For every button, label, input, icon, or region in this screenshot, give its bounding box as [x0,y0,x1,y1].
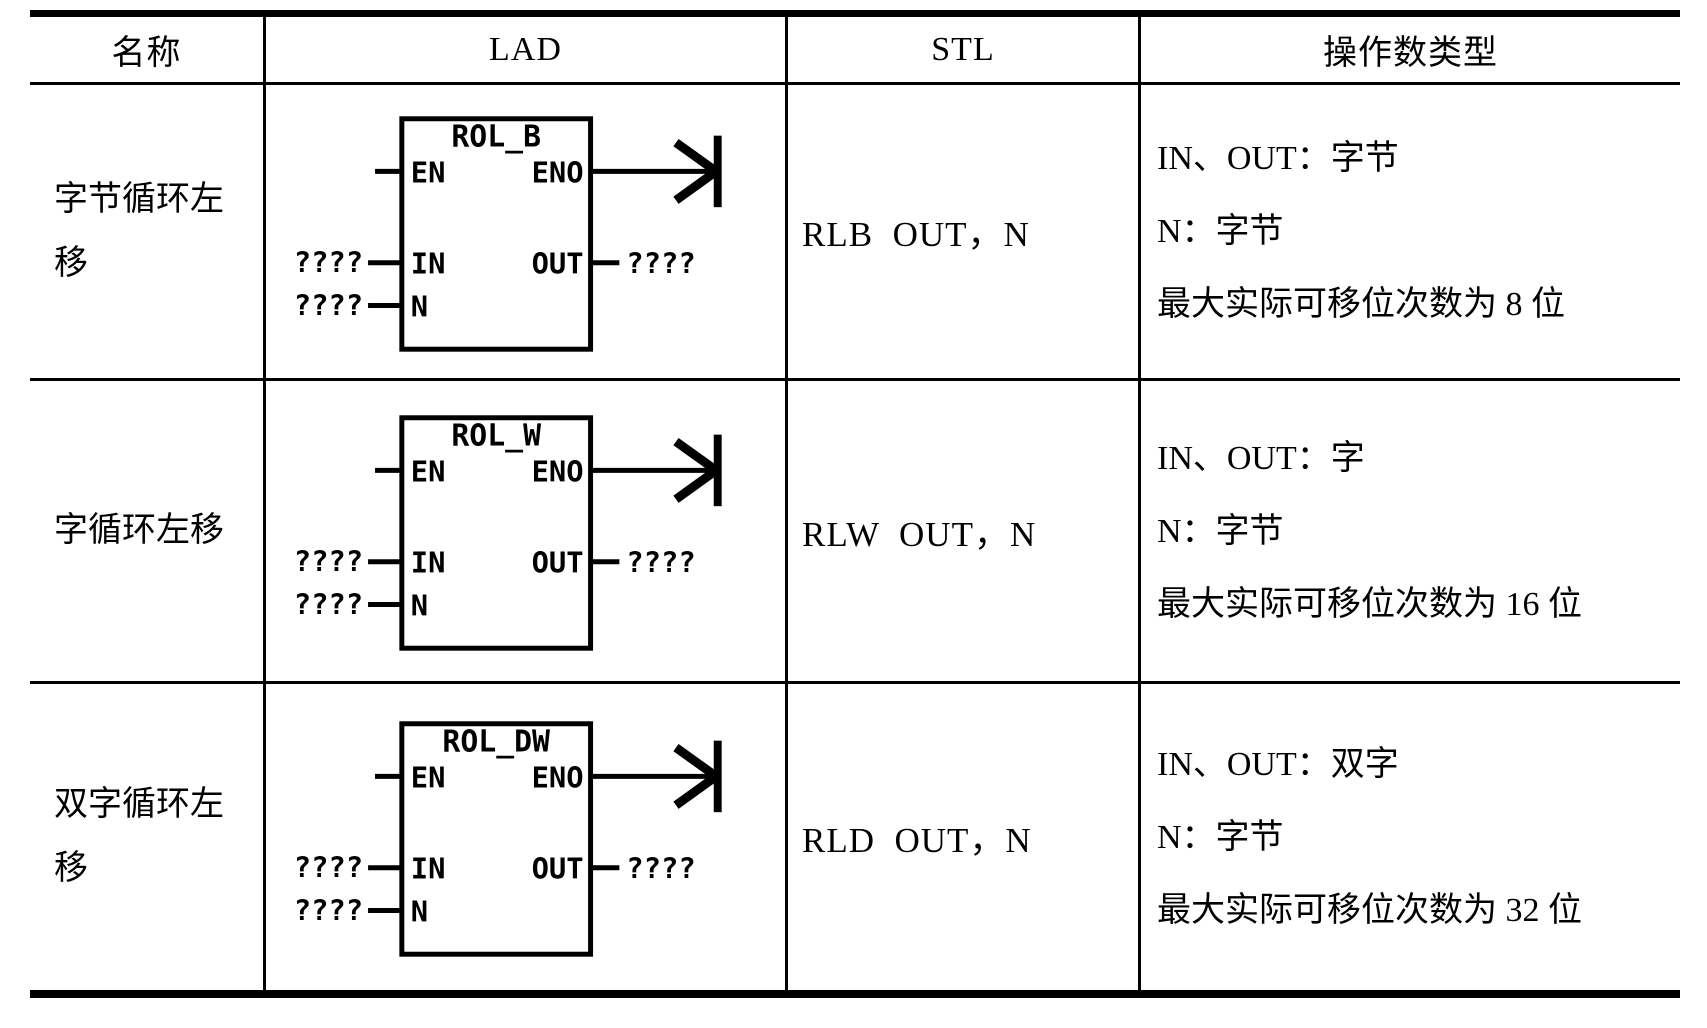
header-operand-type: 操作数类型 [1141,17,1680,85]
n-operand-placeholder: ???? [293,587,362,621]
instruction-name: 双字循环左移 [54,786,224,887]
operand-line-in-out: IN、OUT：字 [1157,439,1365,477]
pin-eno-label: ENO [531,155,583,189]
pin-en-label: EN [410,155,445,189]
operand-cell-roldw: IN、OUT：双字 N：字节 最大实际可移位次数为 32 位 [1141,684,1680,990]
out-operand-placeholder: ???? [626,546,695,580]
stl-cell-rld: RLD OUT，N [788,684,1141,990]
pin-eno-label: ENO [531,760,583,794]
in-operand-placeholder: ???? [293,545,362,579]
function-block-title: ROL_DW [442,725,550,760]
pin-out-label: OUT [531,246,583,280]
lad-cell-rolw: ROL_W EN ENO ???? IN OUT ???? ???? N [266,381,788,684]
instruction-name: 字循环左移 [54,512,224,549]
pin-eno-label: ENO [531,454,583,488]
lad-cell-roldw: ROL_DW EN ENO ???? IN OUT ???? ???? N [266,684,788,990]
operand-line-in-out: IN、OUT：双字 [1157,745,1399,783]
arrowhead-lower-stroke [672,168,717,204]
lad-cell-rolb: ROL_B EN ENO ???? IN OUT ???? ???? N [266,85,788,381]
operand-line-in-out: IN、OUT：字节 [1157,140,1399,177]
pin-in-label: IN [410,852,445,886]
n-operand-placeholder: ???? [293,288,362,322]
lad-diagram-rolw: ROL_W EN ENO ???? IN OUT ???? ???? N [293,415,722,651]
header-name: 名称 [30,17,266,85]
arrowhead-upper-stroke [672,437,717,474]
row-byte-rotate-left: 字节循环左移 [30,85,266,381]
header-stl: STL [788,17,1141,85]
operand-cell-rolb: IN、OUT：字节 N：字节 最大实际可移位次数为 8 位 [1141,85,1680,381]
pin-n-label: N [410,894,427,928]
arrowhead-upper-stroke [672,743,717,780]
pin-out-label: OUT [531,546,583,580]
operand-line-n: N：字节 [1157,512,1284,550]
arrow-terminal-bar [713,434,722,507]
function-block-box [398,415,593,651]
instruction-table: 名称 LAD STL 操作数类型 字节循环左移 ROL_B EN ENO ???… [30,10,1680,998]
pin-out-label: OUT [531,852,583,886]
stl-instruction: RLD OUT，N [802,820,1032,860]
stl-cell-rlb: RLB OUT，N [788,85,1141,381]
stl-instruction: RLW OUT，N [802,514,1037,554]
pin-in-label: IN [410,246,445,280]
function-block-title: ROL_B [451,119,541,154]
out-operand-placeholder: ???? [626,246,695,280]
arrowhead-upper-stroke [672,138,717,174]
pin-n-label: N [410,289,427,323]
stl-cell-rlw: RLW OUT，N [788,381,1141,684]
operand-cell-rolw: IN、OUT：字 N：字节 最大实际可移位次数为 16 位 [1141,381,1680,684]
function-block-title: ROL_W [451,419,541,454]
pin-n-label: N [410,588,427,622]
operand-line-max-shift: 最大实际可移位次数为 16 位 [1157,585,1582,623]
instruction-name: 字节循环左移 [54,180,224,282]
in-operand-placeholder: ???? [293,851,362,885]
operand-line-n: N：字节 [1157,818,1284,856]
arrowhead-lower-stroke [672,467,717,503]
row-word-rotate-left: 字循环左移 [30,381,266,684]
lad-diagram-roldw: ROL_DW EN ENO ???? IN OUT ???? ???? N [293,721,722,957]
arrow-terminal-bar [713,740,722,813]
stl-instruction: RLB OUT，N [802,215,1030,254]
pin-in-label: IN [410,546,445,580]
function-block-box [398,115,593,352]
pin-en-label: EN [410,454,445,488]
n-operand-placeholder: ???? [293,893,362,927]
operand-line-n: N：字节 [1157,213,1284,250]
arrow-terminal-bar [713,135,722,207]
lad-diagram-rolb: ROL_B EN ENO ???? IN OUT ???? ???? N [293,115,722,352]
operand-line-max-shift: 最大实际可移位次数为 8 位 [1157,286,1565,323]
out-operand-placeholder: ???? [626,852,695,886]
row-dword-rotate-left: 双字循环左移 [30,684,266,990]
in-operand-placeholder: ???? [293,245,362,279]
header-lad: LAD [266,17,788,85]
pin-en-label: EN [410,760,445,794]
operand-line-max-shift: 最大实际可移位次数为 32 位 [1157,891,1582,929]
arrowhead-lower-stroke [672,773,717,809]
function-block-box [398,721,593,957]
